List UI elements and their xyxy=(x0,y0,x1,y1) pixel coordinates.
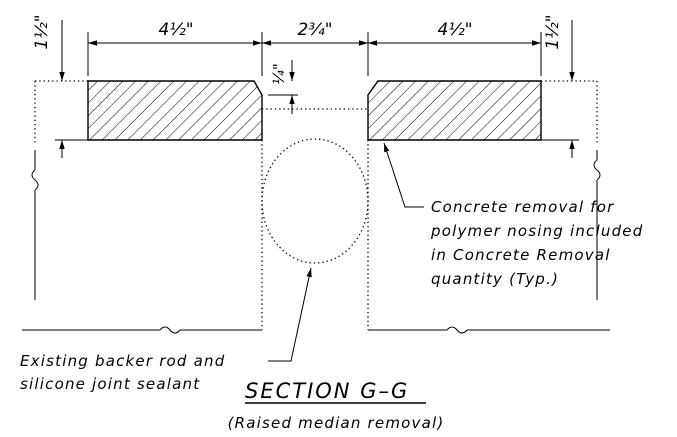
section-title: SECTION G–G xyxy=(245,379,409,403)
right-nosing-width-label: 4½" xyxy=(437,20,472,40)
left-nosing-width-label: 4½" xyxy=(158,20,193,40)
backer-rod-leader xyxy=(268,267,312,362)
backer-rod xyxy=(261,138,369,264)
chamfer-dimension xyxy=(268,60,298,114)
left-depth-label: 1½" xyxy=(32,14,52,49)
right-depth-label: 1½" xyxy=(543,14,563,49)
joint-gap-width-label: 2¾" xyxy=(297,20,332,40)
backer-rod-note-line-2: silicone joint sealant xyxy=(20,375,200,393)
concrete-removal-note-line-3: in Concrete Removal xyxy=(431,246,611,264)
left-depth-dimension xyxy=(55,20,88,158)
section-subtitle: (Raised median removal) xyxy=(228,414,445,432)
concrete-removal-note-line-2: polymer nosing included xyxy=(430,222,643,240)
right-polymer-nosing xyxy=(367,80,542,141)
chamfer-label: ¼" xyxy=(270,63,288,84)
bottom-lines xyxy=(22,326,610,334)
backer-rod-note-line-1: Existing backer rod and xyxy=(20,352,225,370)
right-depth-dimension xyxy=(541,20,579,158)
concrete-removal-note-line-4: quantity (Typ.) xyxy=(431,270,559,288)
top-dimension-line xyxy=(87,32,542,76)
left-polymer-nosing xyxy=(87,80,263,141)
deck-edge-lines xyxy=(31,150,601,300)
concrete-removal-leader xyxy=(383,142,424,208)
concrete-removal-note-line-1: Concrete removal for xyxy=(431,198,615,216)
